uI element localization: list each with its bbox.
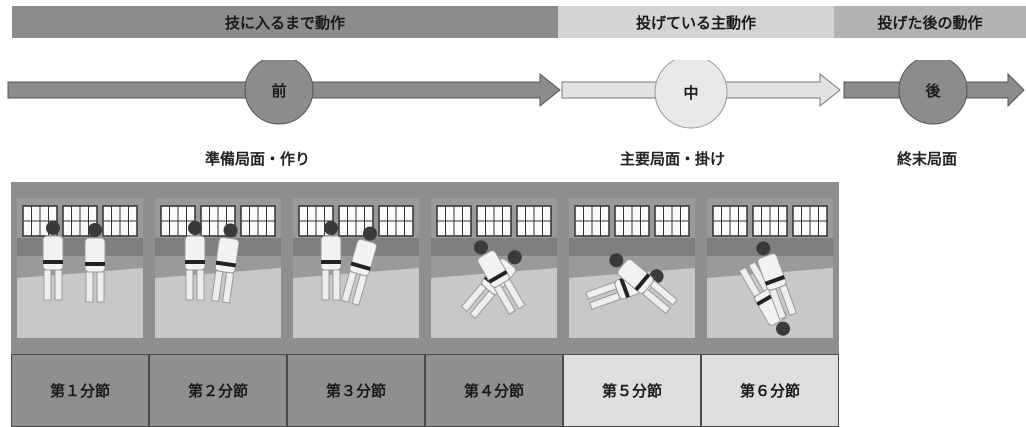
judoka-partner (340, 226, 378, 306)
segment-cell-5: 第５分節 (563, 354, 701, 427)
judoka-partner (84, 223, 106, 303)
phase-label-final: 終末局面 (897, 150, 958, 168)
marker-post: 後 (924, 82, 941, 100)
marker-circle-post (898, 60, 968, 125)
phase-label-main: 主要局面・掛け (620, 150, 726, 168)
judo-photo-2 (155, 198, 281, 338)
photo-panel-1 (11, 182, 149, 354)
photo-panel-5 (563, 182, 701, 354)
judoka-white (184, 221, 206, 301)
judoka-white (320, 221, 342, 301)
marker-main: 中 (683, 84, 698, 102)
photo-panel-3 (287, 182, 425, 354)
judo-photo-3 (293, 198, 419, 338)
judoka-white (42, 221, 64, 301)
segment-cell-3: 第３分節 (287, 354, 425, 427)
segment-cell-1: 第１分節 (11, 354, 149, 427)
header-main-action: 投げている主動作 (558, 6, 834, 38)
photo-panel-6 (701, 182, 839, 354)
marker-pre: 前 (271, 82, 286, 100)
photo-panel-2 (149, 182, 287, 354)
marker-circle-pre (244, 60, 314, 125)
judoka-partner (609, 253, 679, 315)
header-post-throw: 投げた後の動作 (834, 6, 1026, 38)
judo-photo-5 (569, 198, 695, 338)
judoka-partner (474, 240, 526, 315)
phase-flow-diagram: 前 中 後 (7, 60, 1025, 129)
segment-cell-6: 第６分節 (701, 354, 839, 427)
marker-circle-main (654, 60, 728, 129)
judo-photo-6 (707, 198, 833, 338)
header-pre-technique: 技に入るまで動作 (12, 6, 558, 38)
judoka-partner (211, 223, 240, 304)
phase-label-preparation: 準備局面・作り (205, 150, 311, 168)
segment-cell-2: 第２分節 (149, 354, 287, 427)
judoka-partner (756, 241, 798, 320)
judo-photo-4 (431, 198, 557, 338)
judo-photo-1 (17, 198, 143, 338)
segment-cell-4: 第４分節 (425, 354, 563, 427)
photo-panel-4 (425, 182, 563, 354)
